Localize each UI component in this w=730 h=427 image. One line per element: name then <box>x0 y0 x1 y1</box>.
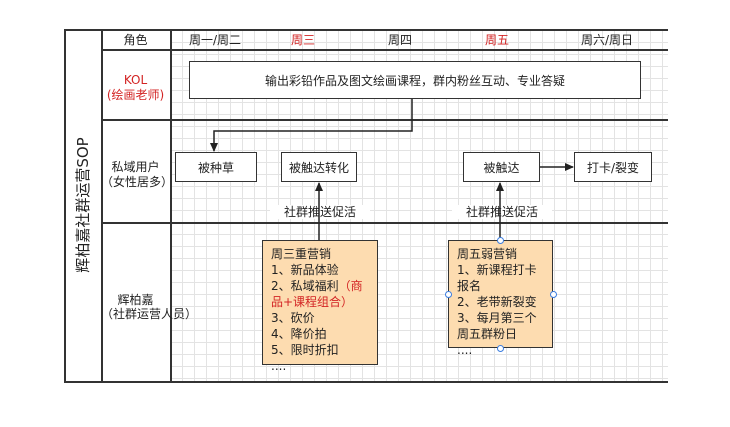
header-role: 角色 <box>123 33 148 47</box>
reached-label: 被触达 <box>483 160 520 175</box>
frame-bottom <box>64 381 668 383</box>
fri-marketing-note: 周五弱营销 1、新课程打卡报名 2、老带新裂变 3、每月第三个周五群粉日 ...… <box>448 240 553 357</box>
role-kol-desc: (绘画老师) <box>106 88 165 102</box>
checkin-label: 打卡/裂变 <box>586 160 640 175</box>
kol-output-box: 输出彩铅作品及图文绘画课程，群内粉丝互动、专业答疑 <box>189 61 641 99</box>
frame-left <box>64 29 66 383</box>
header-day-sat-sun: 周六/周日 <box>580 33 634 47</box>
title-col-divider <box>101 29 103 383</box>
resize-handle-top[interactable] <box>497 237 504 244</box>
role-private-desc: （女性居多） <box>101 175 174 189</box>
row-divider-2 <box>101 222 668 224</box>
kol-output-text: 输出彩铅作品及图文绘画课程，群内粉丝互动、专业答疑 <box>264 73 565 88</box>
resize-handle-right[interactable] <box>550 291 557 298</box>
wed-note-item-2-text: 2、私域福利 <box>271 279 339 293</box>
wed-note-item-2-highlight: （商品+课程组合） <box>271 279 363 309</box>
converted-box: 被触达转化 <box>281 152 357 182</box>
resize-handle-bottom[interactable] <box>497 345 504 352</box>
header-day-mon-tue: 周一/周二 <box>188 33 242 47</box>
wed-note-item-4: 4、降价拍 <box>271 327 327 341</box>
fri-note-item-3: 3、每月第三个周五群粉日 <box>457 311 537 341</box>
header-day-thu: 周四 <box>387 33 412 47</box>
reached-box: 被触达 <box>463 152 540 182</box>
header-day-fri: 周五 <box>484 33 509 47</box>
wed-note-item-3: 3、砍价 <box>271 311 315 325</box>
kol-to-seeded-arrow <box>210 99 413 152</box>
wed-note-item-5: 5、限时折扣 <box>271 343 339 357</box>
frame-top <box>64 29 668 31</box>
wed-note-item-1: 1、新品体验 <box>271 263 339 277</box>
role-kol-name: KOL <box>123 73 148 87</box>
resize-handle-left[interactable] <box>445 291 452 298</box>
role-brand-name: 辉柏嘉 <box>117 293 154 307</box>
row-divider-1 <box>101 119 668 121</box>
fri-note-title: 周五弱营销 <box>457 247 518 261</box>
seeded-box: 被种草 <box>175 152 257 182</box>
fri-note-item-2: 2、老带新裂变 <box>457 295 537 309</box>
fri-note-item-4: .... <box>457 343 473 357</box>
wed-note-item-2: 2、私域福利（商品+课程组合） <box>271 278 369 310</box>
role-col-divider <box>170 29 172 383</box>
role-private-name: 私域用户 <box>111 160 160 174</box>
wed-marketing-note: 周三重营销 1、新品体验 2、私域福利（商品+课程组合） 3、砍价 4、降价拍 … <box>262 240 378 373</box>
wed-note-item-6: .... <box>271 359 287 373</box>
header-divider <box>101 49 668 51</box>
wed-note-title: 周三重营销 <box>271 247 332 261</box>
push-label-fri: 社群推送促活 <box>452 205 552 219</box>
push-label-wed: 社群推送促活 <box>270 205 370 219</box>
header-day-wed: 周三 <box>290 33 315 47</box>
seeded-label: 被种草 <box>197 160 234 175</box>
fri-note-item-1: 1、新课程打卡报名 <box>457 263 537 293</box>
checkin-box: 打卡/裂变 <box>574 152 652 182</box>
converted-label: 被触达转化 <box>288 160 349 175</box>
